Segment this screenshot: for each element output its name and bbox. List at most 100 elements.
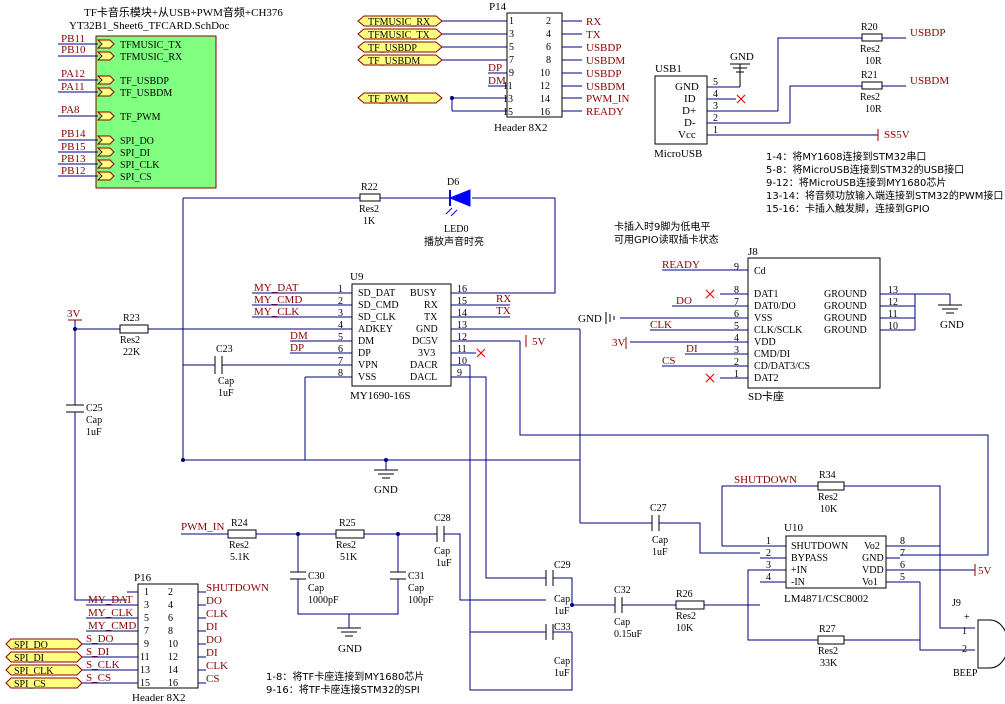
svg-text:CLK/SCLK: CLK/SCLK — [754, 325, 803, 336]
svg-text:3: 3 — [713, 101, 718, 112]
svg-text:Cap: Cap — [554, 594, 570, 605]
gnd-symbol — [374, 469, 398, 479]
svg-text:DC5V: DC5V — [412, 336, 439, 347]
svg-text:5V: 5V — [532, 336, 546, 348]
svg-text:+IN: +IN — [791, 565, 807, 576]
svg-text:C31: C31 — [408, 571, 425, 582]
svg-text:51K: 51K — [340, 552, 358, 563]
v3-label: 3V — [67, 308, 81, 320]
sheet-ext-pins: PB11 PB10 PA12 PA11 PA8 PB14 PB15 PB13 P… — [61, 33, 86, 177]
svg-text:15-16：卡插入触发脚，连接到GPIO: 15-16：卡插入触发脚，连接到GPIO — [766, 202, 930, 215]
svg-text:S_DI: S_DI — [86, 646, 110, 658]
svg-text:USBDM: USBDM — [586, 81, 625, 93]
beep-buzzer[interactable]: J9 + 1 2 BEEP — [919, 546, 1005, 679]
svg-text:READY: READY — [662, 259, 700, 271]
svg-text:1: 1 — [144, 587, 149, 598]
svg-text:11: 11 — [888, 309, 898, 320]
svg-text:LM4871/CSC8002: LM4871/CSC8002 — [784, 593, 868, 605]
u10-amplifier[interactable]: U10 LM4871/CSC8002 SHUTDOWN BYPASS +IN -… — [760, 522, 975, 605]
svg-text:8: 8 — [900, 536, 905, 547]
svg-text:8: 8 — [168, 626, 173, 637]
svg-text:J9: J9 — [952, 598, 961, 609]
svg-text:USBDP: USBDP — [910, 27, 945, 39]
svg-text:5: 5 — [713, 77, 718, 88]
svg-text:Header 8X2: Header 8X2 — [132, 692, 185, 704]
svg-text:C33: C33 — [554, 622, 571, 633]
svg-text:15: 15 — [503, 107, 513, 118]
r27-resistor[interactable] — [817, 635, 845, 645]
svg-text:10R: 10R — [865, 56, 882, 67]
svg-text:Cap: Cap — [434, 546, 450, 557]
r24-resistor[interactable] — [227, 529, 257, 539]
svg-text:R24: R24 — [231, 518, 248, 529]
svg-text:SD_CLK: SD_CLK — [358, 312, 397, 323]
svg-text:DO: DO — [206, 595, 222, 607]
c27-cap — [651, 515, 660, 531]
r22-resistor[interactable] — [359, 193, 381, 202]
svg-text:SPI_CLK: SPI_CLK — [14, 666, 54, 677]
svg-text:R25: R25 — [339, 518, 356, 529]
svg-text:4: 4 — [713, 89, 718, 100]
svg-text:BUSY: BUSY — [410, 288, 437, 299]
svg-text:Vo1: Vo1 — [862, 577, 878, 588]
svg-text:播放声音时亮: 播放声音时亮 — [424, 235, 484, 248]
svg-text:12: 12 — [540, 81, 550, 92]
svg-text:SPI_CLK: SPI_CLK — [120, 160, 160, 171]
svg-text:9-16：将TF卡座连接STM32的SPI: 9-16：将TF卡座连接STM32的SPI — [266, 683, 420, 696]
r23-resistor[interactable] — [119, 324, 149, 334]
svg-text:22K: 22K — [123, 347, 141, 358]
svg-text:CS: CS — [662, 355, 675, 367]
svg-text:14: 14 — [457, 308, 467, 319]
svg-text:DAT2: DAT2 — [754, 373, 778, 384]
c23-cap — [214, 356, 223, 374]
svg-text:TFMUSIC_RX: TFMUSIC_RX — [368, 17, 431, 28]
svg-text:5: 5 — [900, 572, 905, 583]
svg-text:C32: C32 — [614, 585, 631, 596]
j8-sd-socket[interactable]: J8 SD卡座 Cd DAT1 DAT0/DO VSS CLK/SCLK VDD… — [578, 246, 964, 403]
svg-text:Cap: Cap — [408, 583, 424, 594]
svg-text:13: 13 — [140, 665, 150, 676]
svg-text:TF_USBDM: TF_USBDM — [120, 88, 172, 99]
c30-cap — [290, 571, 306, 580]
svg-text:DP: DP — [358, 348, 371, 359]
u9-chip[interactable]: U9 MY1690-16S SD_DAT SD_CMD SD_CLK ADKEY… — [245, 271, 580, 402]
svg-text:Cap: Cap — [652, 535, 668, 546]
svg-text:4: 4 — [168, 600, 173, 611]
svg-text:R34: R34 — [819, 470, 836, 481]
led-d6[interactable] — [445, 189, 471, 217]
svg-text:3: 3 — [144, 600, 149, 611]
svg-text:1-4：将MY1608连接到STM32串口: 1-4：将MY1608连接到STM32串口 — [766, 150, 926, 163]
r22-ref: R22 — [361, 182, 378, 193]
svg-text:GROUND: GROUND — [824, 325, 867, 336]
svg-text:4: 4 — [546, 29, 551, 40]
svg-text:33K: 33K — [820, 658, 838, 669]
r34-resistor[interactable] — [817, 481, 845, 491]
usb-connector[interactable]: USB1 MicroUSB GND ID D+ D- Vcc 5 4 3 2 1… — [654, 22, 949, 160]
svg-text:Vcc: Vcc — [678, 129, 696, 141]
svg-text:2: 2 — [546, 16, 551, 27]
svg-text:14: 14 — [540, 94, 550, 105]
svg-text:1-8：将TF卡座连接到MY1680芯片: 1-8：将TF卡座连接到MY1680芯片 — [266, 670, 424, 683]
svg-text:GND: GND — [862, 553, 884, 564]
r25-resistor[interactable] — [335, 529, 365, 539]
svg-text:6: 6 — [338, 344, 343, 355]
svg-text:PA11: PA11 — [61, 81, 85, 93]
svg-text:Cap: Cap — [218, 376, 234, 387]
r26-resistor[interactable] — [675, 600, 705, 610]
svg-text:DI: DI — [686, 343, 698, 355]
svg-text:GND: GND — [675, 81, 699, 93]
svg-text:USBDP: USBDP — [586, 68, 621, 80]
svg-text:D-: D- — [684, 117, 696, 129]
svg-text:MY_CMD: MY_CMD — [88, 620, 136, 632]
svg-text:U10: U10 — [784, 522, 803, 534]
sheet-block[interactable] — [95, 35, 217, 189]
svg-text:VSS: VSS — [358, 372, 376, 383]
svg-text:6: 6 — [546, 42, 551, 53]
svg-text:9: 9 — [457, 368, 462, 379]
svg-text:1uF: 1uF — [86, 427, 102, 438]
svg-text:13-14：将音频功放输入端连接到STM32的PWM接口: 13-14：将音频功放输入端连接到STM32的PWM接口 — [766, 189, 1003, 202]
svg-text:GROUND: GROUND — [824, 289, 867, 300]
svg-text:S_CLK: S_CLK — [86, 659, 120, 671]
